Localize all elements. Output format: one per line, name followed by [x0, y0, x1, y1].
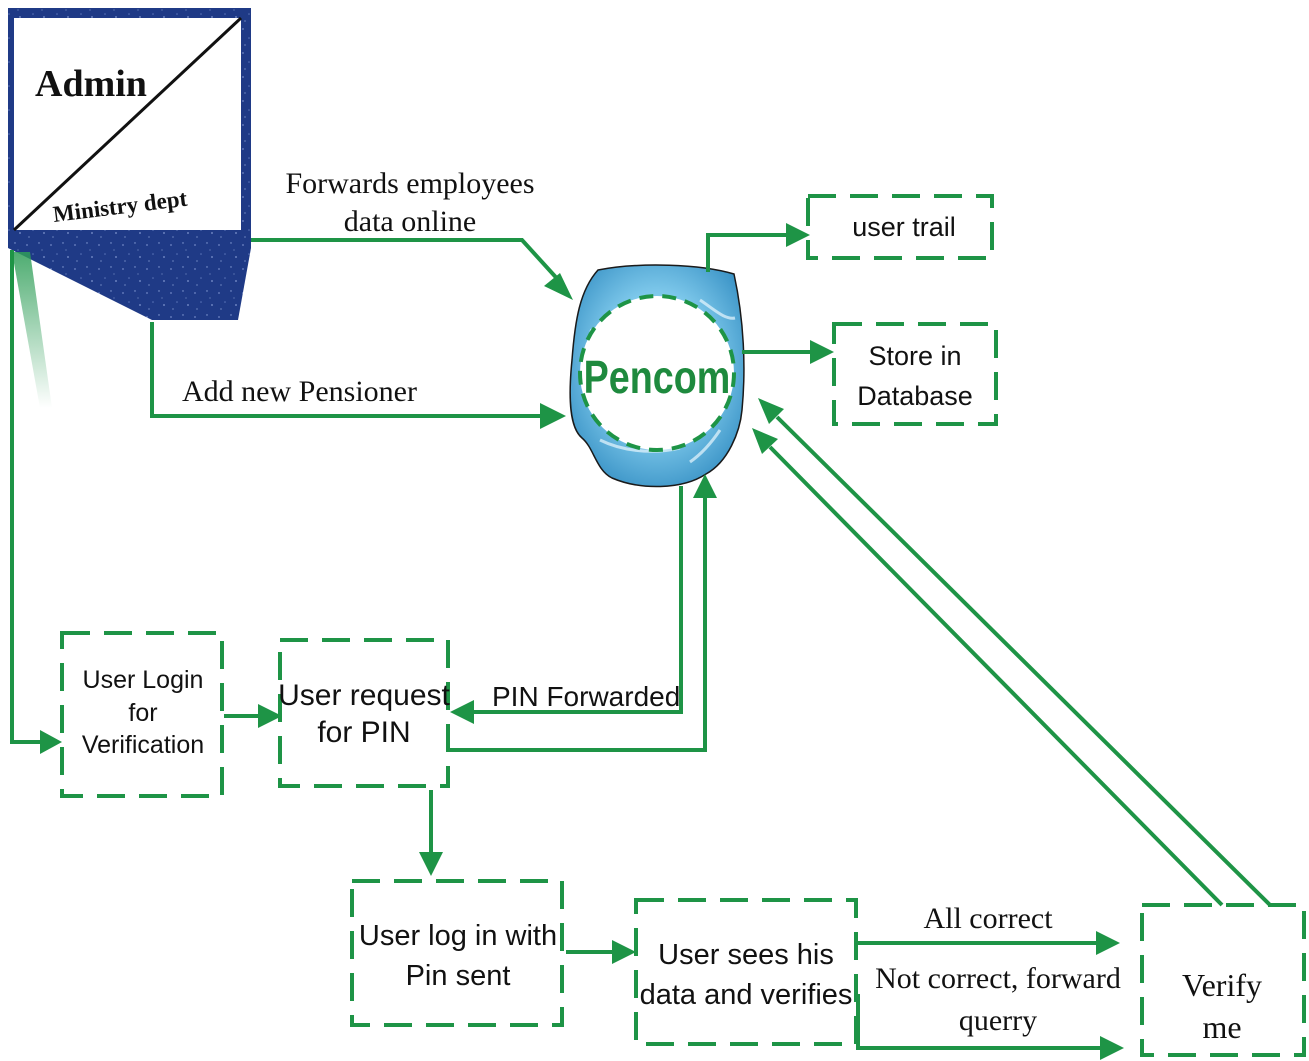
connector-forwards-data-head [544, 273, 573, 300]
box-user-login-outline [60, 631, 224, 798]
connector-all-correct [858, 931, 1120, 955]
connector-login-to-request [224, 704, 282, 728]
box-store-outline [832, 322, 998, 426]
box-user-login-line3: Verification [82, 731, 204, 759]
connector-store [742, 340, 834, 364]
box-user-trail-label: user trail [852, 212, 956, 242]
label-all-correct: All correct [923, 902, 1053, 935]
box-user-log-in-line2: Pin sent [406, 960, 511, 992]
box-user-login-line2: for [128, 699, 157, 727]
box-user-request-line2: for PIN [317, 716, 410, 749]
connector-request-to-login [419, 790, 443, 876]
box-user-sees-line1: User sees his [658, 939, 834, 971]
connector-request-to-login-head [419, 852, 443, 876]
box-user-sees-line2: data and verifies [640, 979, 853, 1011]
connector-verify-outer-line [775, 415, 1272, 907]
label-forwards-line2: data online [344, 205, 476, 238]
box-user-trail-outline [806, 194, 994, 260]
connector-pin-forwarded [450, 486, 683, 724]
label-not-correct-line2: querry [959, 1004, 1037, 1037]
connector-login-line [10, 250, 40, 744]
box-user-sees-data: User sees his data and verifies [634, 898, 858, 1046]
admin-beam [12, 252, 52, 408]
box-verify-me-line1: Verify [1182, 967, 1262, 1003]
admin-base [8, 248, 251, 320]
box-store-database: Store in Database [832, 322, 998, 426]
connector-all-correct-head [1096, 931, 1120, 955]
connector-login-to-sees-head [612, 940, 636, 964]
connector-forwards-data-line [251, 238, 564, 286]
box-user-request: User request for PIN [278, 638, 451, 788]
connector-pin-forwarded-line [474, 486, 683, 714]
admin-node: Admin Ministry dept [8, 8, 251, 408]
connector-add-pensioner-head [540, 403, 566, 429]
connector-add-pensioner [150, 322, 566, 429]
connector-request-to-pencom-line [450, 498, 707, 752]
connector-verify-to-pencom [752, 398, 1272, 907]
connector-not-correct [856, 994, 1124, 1060]
box-user-log-in-outline [350, 879, 564, 1027]
connector-not-correct-head [1100, 1036, 1124, 1060]
box-store-line2: Database [857, 381, 973, 411]
connector-login-head [40, 730, 62, 754]
box-user-trail: user trail [806, 194, 994, 260]
admin-title: Admin [35, 63, 147, 105]
connector-user-trail [706, 223, 810, 272]
connector-login-to-request-head [258, 704, 282, 728]
label-not-correct-line1: Not correct, forward [875, 962, 1121, 995]
pencom-ring [578, 294, 736, 452]
pencom-label: Pencom [584, 351, 731, 402]
box-verify-me: Verify me [1140, 903, 1306, 1057]
box-store-line1: Store in [868, 341, 961, 371]
box-user-log-in-line1: User log in with [359, 920, 557, 952]
label-pin-forwarded: PIN Forwarded [492, 681, 680, 712]
box-user-sees-data-outline [634, 898, 858, 1046]
connector-verify-inner-head [752, 428, 778, 454]
connector-forwards-data [251, 238, 573, 300]
box-verify-me-line2: me [1202, 1009, 1241, 1045]
connector-login [10, 250, 62, 754]
box-user-login-line1: User Login [83, 666, 204, 694]
connector-pin-forwarded-head [450, 700, 474, 724]
connector-user-trail-line [706, 233, 786, 272]
connector-user-trail-head [786, 223, 810, 247]
connector-store-head [810, 340, 834, 364]
connector-not-correct-line [856, 994, 1100, 1050]
label-forwards-line1: Forwards employees [285, 167, 534, 200]
connector-login-to-sees [566, 940, 636, 964]
box-user-log-in: User log in with Pin sent [350, 879, 564, 1027]
box-user-request-outline [278, 638, 450, 788]
connector-verify-inner-line [768, 445, 1224, 907]
box-verify-me-outline [1140, 903, 1306, 1057]
connector-request-to-pencom-head [693, 474, 717, 498]
connector-verify-outer-head [758, 398, 784, 424]
pencom-node: Pencom [569, 264, 745, 488]
connector-request-to-pencom [450, 474, 717, 752]
admin-divider [12, 16, 243, 232]
box-user-request-line1: User request [278, 679, 450, 712]
box-user-login: User Login for Verification [60, 631, 224, 798]
label-add-new-pensioner: Add new Pensioner [182, 375, 417, 408]
connector-add-pensioner-line [150, 322, 540, 418]
